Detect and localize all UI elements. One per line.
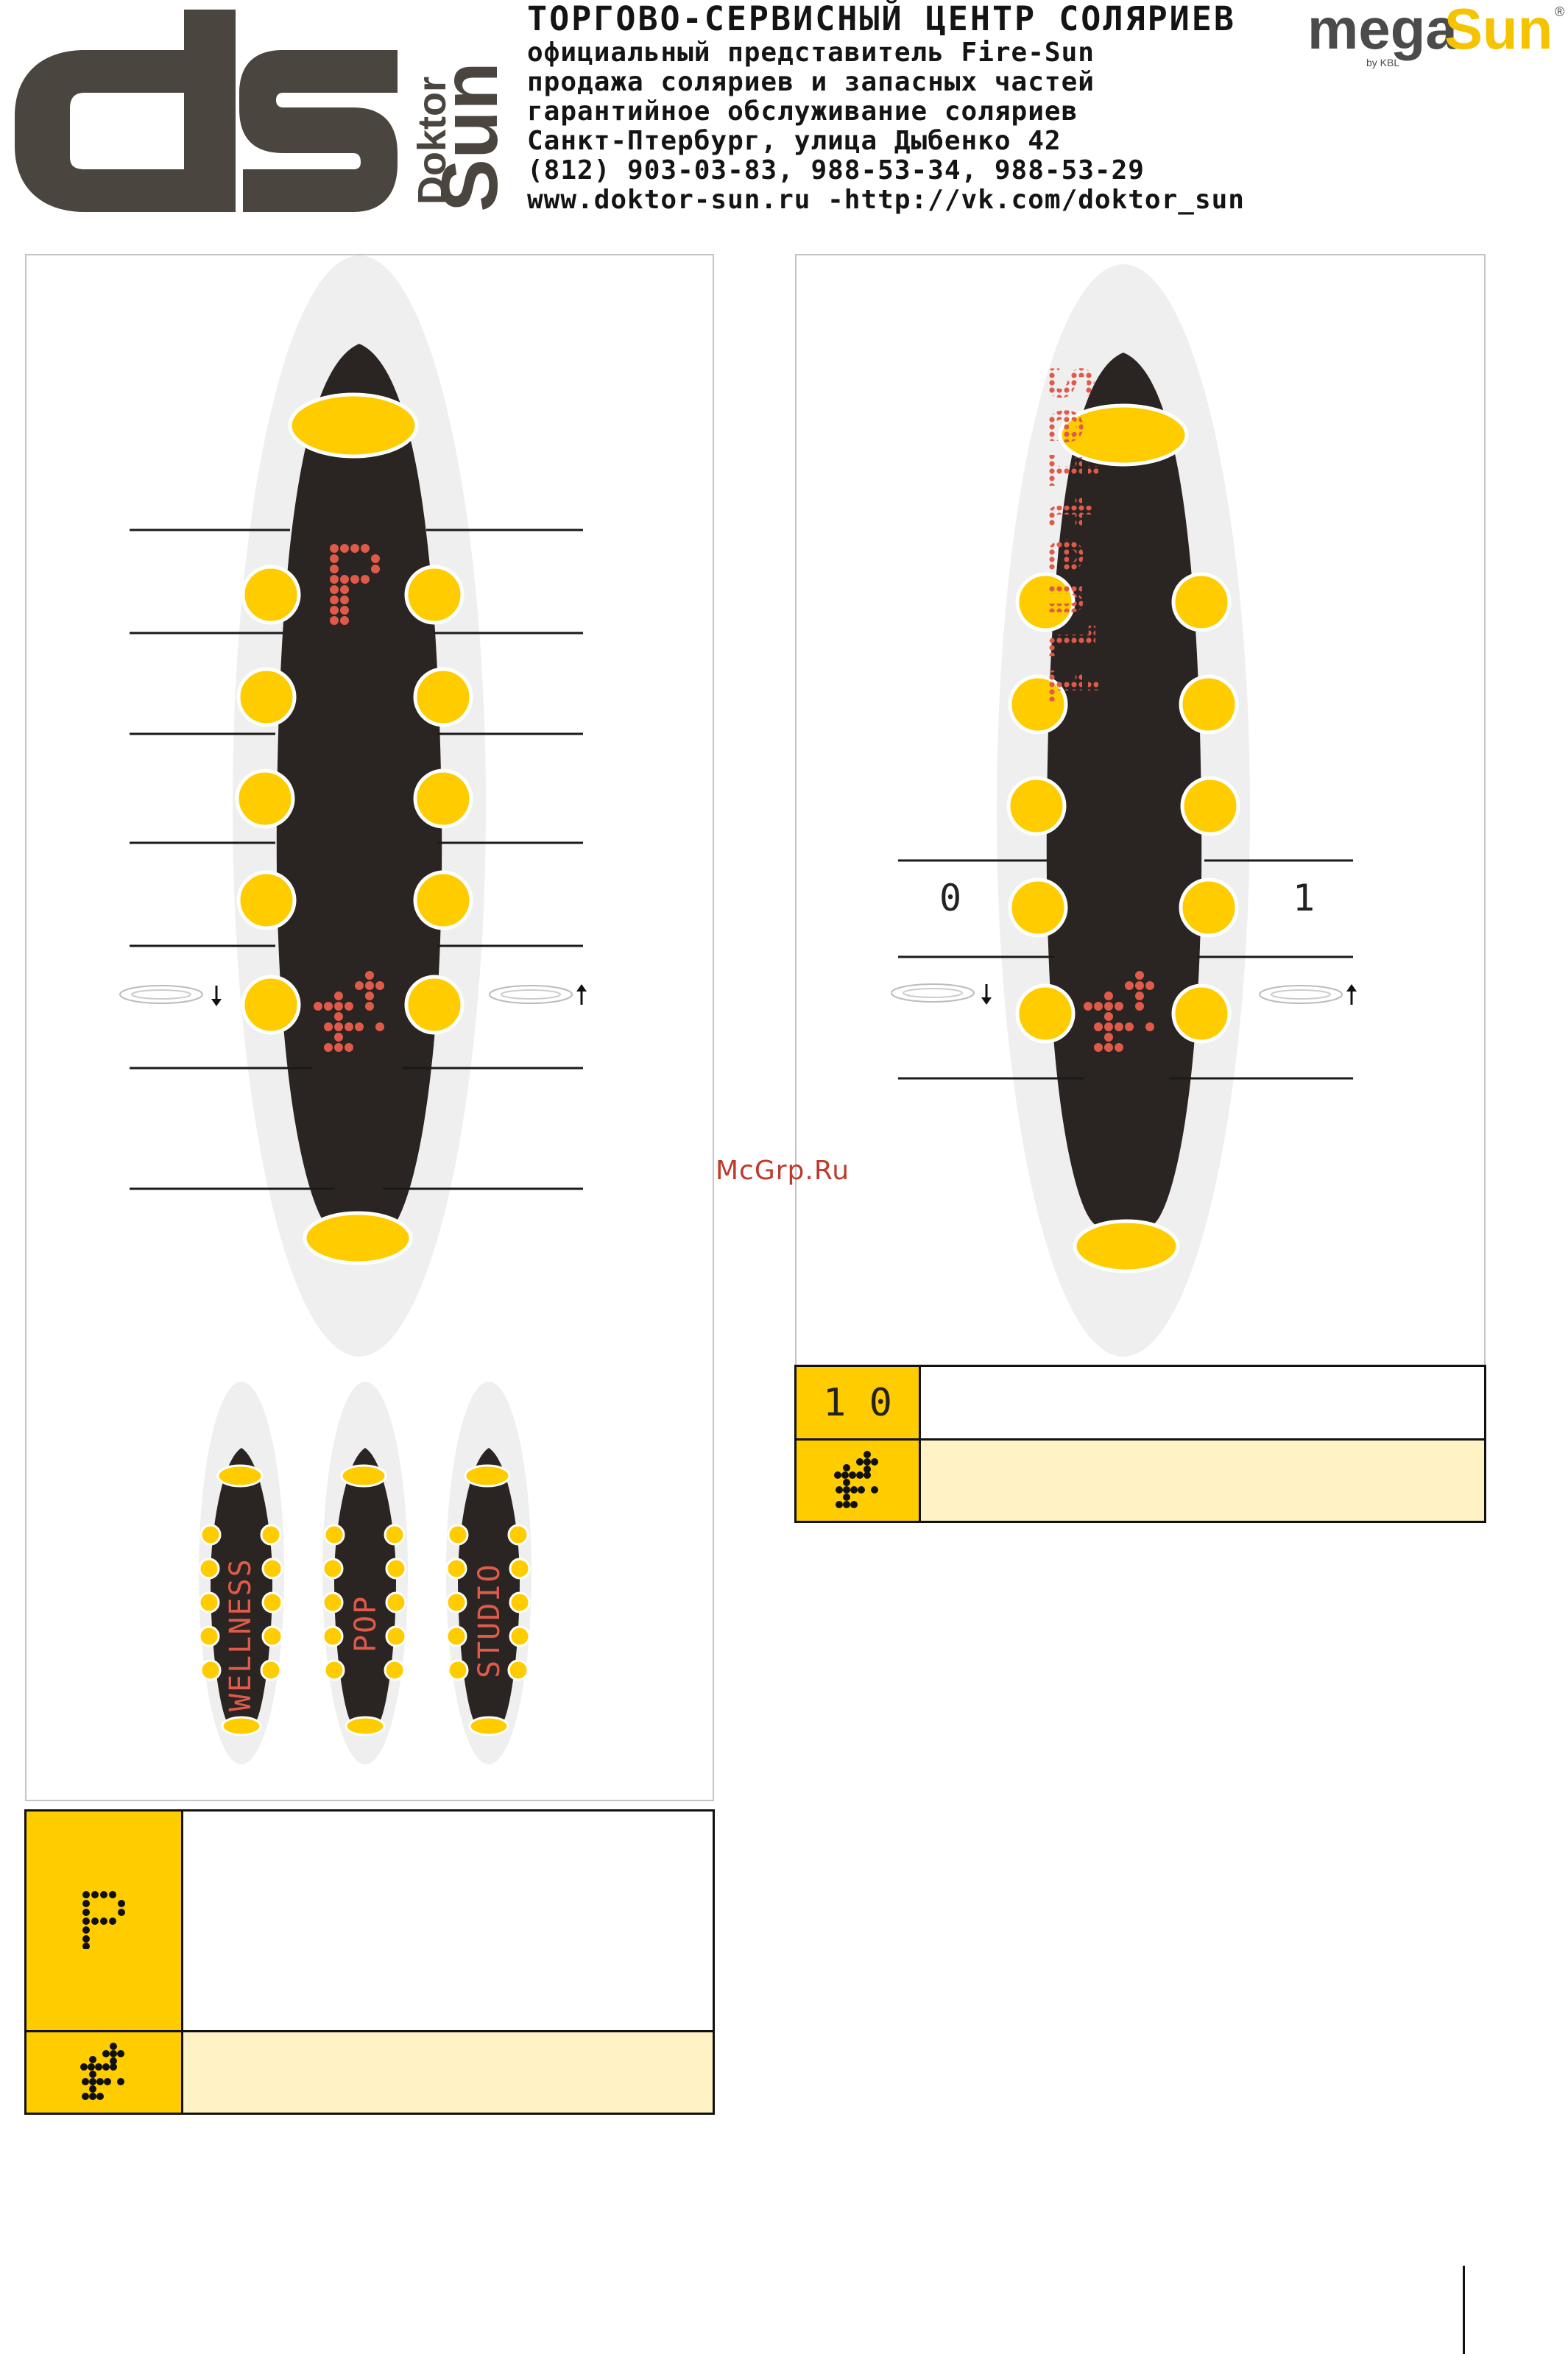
desc-cell [919, 1438, 1486, 1523]
right-button-4 [1179, 877, 1239, 938]
model-panel-studio: STUDIO [445, 1382, 532, 1764]
brand-word-doktor: Doktor [410, 77, 454, 205]
key-cell [794, 1438, 921, 1523]
timer-ring-icon [119, 985, 222, 1006]
page-edge-rule [1463, 2266, 1465, 2354]
table-row: 1 0 [794, 1365, 1486, 1441]
key-cell: P [24, 1809, 183, 2032]
left-button-5 [241, 975, 301, 1035]
left-button-2 [236, 667, 297, 727]
model-panel-pop: POP [322, 1382, 408, 1764]
right-button-1 [1171, 572, 1232, 632]
desc-cell [919, 1365, 1486, 1441]
bottom-cap-button [303, 1211, 413, 1265]
key-p-led [82, 1890, 125, 1950]
right-button-5 [1171, 983, 1232, 1044]
company-info: ТОРГОВО-СЕРВИСНЫЙ ЦЕНТР СОЛЯРИЕВ официал… [527, 0, 1245, 215]
watermark: McGrp.Ru [716, 1156, 850, 1186]
top-cap-button [1058, 403, 1189, 467]
bottom-cap-button [1073, 1219, 1180, 1273]
label-zero: 0 [939, 877, 961, 919]
legend-table-left: P [24, 1809, 715, 2115]
right-button-5 [404, 975, 465, 1035]
right-button-3 [1180, 776, 1240, 836]
arrows-icon [1084, 971, 1154, 1052]
led-display-text: Seitenli [1034, 364, 1106, 710]
timer-ring-icon [489, 984, 587, 1005]
megasun-byline: by KBL [1366, 57, 1399, 68]
doktor-sun-logo: Doktor Sun [15, 10, 501, 212]
left-button-2 [1008, 674, 1068, 735]
table-row [24, 2030, 715, 2115]
control-panel-illustration-left: WELLNESS POP STUDIO [119, 255, 587, 1764]
model-panel-wellness: WELLNESS [198, 1382, 284, 1764]
key-cell [24, 2030, 183, 2115]
company-line: гарантийное обслуживание соляриев [527, 96, 1078, 127]
label-one: 1 [1293, 877, 1315, 919]
left-button-5 [1015, 983, 1076, 1044]
panel-body [276, 344, 442, 1233]
brand-word-sun: Sun [425, 62, 501, 212]
company-address: Санкт-Птербург, улица Дыбенко 42 [527, 126, 1062, 156]
company-website: www.doktor-sun.ru -http://vk.com/doktor_… [527, 185, 1245, 215]
left-button-1 [241, 565, 301, 625]
model-name-wellness: WELLNESS [224, 1558, 258, 1711]
left-button-4 [1008, 877, 1068, 938]
right-button-2 [1179, 674, 1239, 735]
table-row [794, 1438, 1486, 1523]
model-name-pop: POP [349, 1595, 383, 1653]
company-line: продажа соляриев и запасных частей [527, 67, 1095, 97]
top-cap-button [288, 392, 419, 459]
timer-ring-icon [1259, 984, 1357, 1005]
left-button-1 [1015, 572, 1076, 632]
arrows-icon [80, 2042, 124, 2100]
megasun-part1: mega [1307, 0, 1458, 61]
legend-table-right: 1 0 [794, 1365, 1486, 1523]
left-button-3 [235, 768, 295, 829]
company-phones: (812) 903-03-83, 988-53-34, 988-53-29 [527, 155, 1145, 185]
desc-cell [181, 1809, 715, 2032]
timer-ring-icon [891, 983, 992, 1005]
right-button-3 [413, 768, 473, 829]
registered-mark: ® [1555, 4, 1564, 19]
led-display-p [330, 544, 380, 625]
arrows-icon [834, 1450, 878, 1508]
key-1-0-label: 1 0 [823, 1380, 892, 1425]
right-button-2 [413, 667, 473, 727]
left-button-4 [236, 870, 297, 930]
left-button-3 [1006, 776, 1067, 836]
model-name-studio: STUDIO [473, 1563, 506, 1679]
company-line: официальный представитель Fire-Sun [527, 38, 1095, 68]
megasun-part2: Sun [1444, 0, 1553, 61]
right-button-1 [404, 565, 465, 625]
right-button-4 [413, 870, 473, 930]
company-title: ТОРГОВО-СЕРВИСНЫЙ ЦЕНТР СОЛЯРИЕВ [527, 0, 1236, 38]
megasun-logo: mega Sun by KBL ® [1307, 0, 1564, 68]
key-cell: 1 0 [794, 1365, 921, 1441]
desc-cell [181, 2030, 715, 2115]
table-row: P [24, 1809, 715, 2032]
arrows-icon [314, 971, 384, 1052]
control-panel-illustration-right: Seitenli 0 1 [891, 264, 1357, 1357]
